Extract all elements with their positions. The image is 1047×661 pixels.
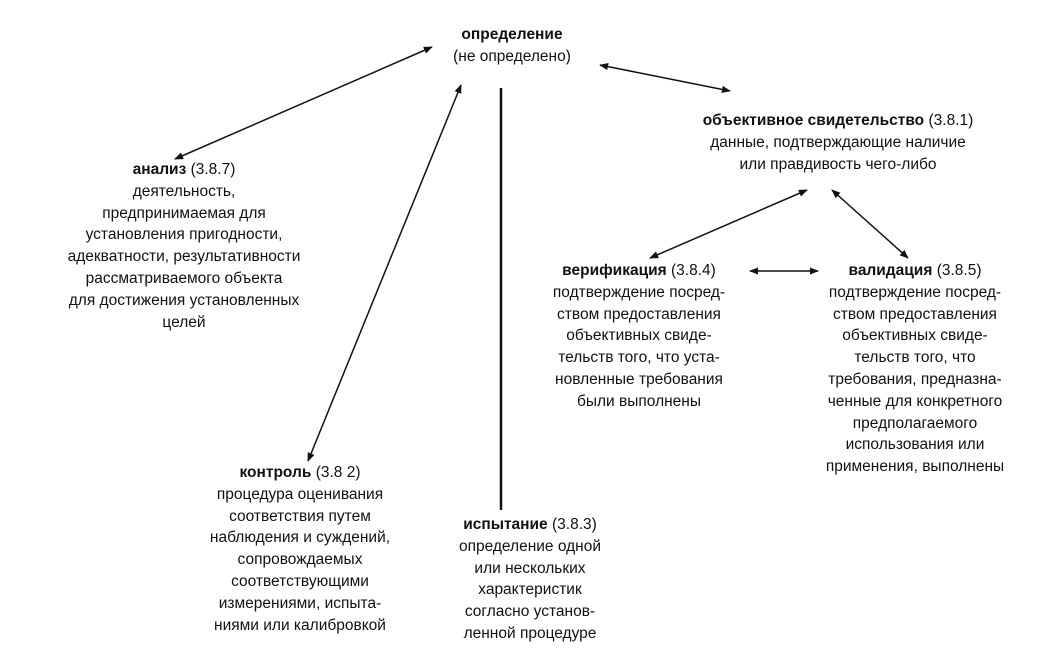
node-control-line: процедура оценивания: [216, 485, 384, 503]
node-analysis-line: целей: [162, 313, 206, 331]
node-analysis-line: для достижения установленных: [68, 291, 300, 309]
node-verification-line: новленные требования: [555, 370, 723, 388]
node-control-line: соответствующими: [231, 572, 369, 590]
arrow-objective-evidence-verification: [649, 189, 808, 259]
node-validation-line: применения, выполнены: [825, 458, 1005, 476]
node-verification-term-line: верификация (3.8.4): [553, 260, 725, 282]
node-testing-ref: (3.8.3): [551, 516, 597, 533]
node-validation-term: валидация: [848, 262, 933, 279]
node-analysis-line: установления пригодности,: [85, 226, 283, 244]
node-control-line: ниями или калибровкой: [214, 616, 386, 634]
node-definition-term: определение: [461, 26, 563, 43]
node-definition-term-line: определение: [453, 24, 571, 46]
arrow-objective-evidence-validation: [831, 189, 909, 259]
node-testing-line: характеристик: [478, 581, 582, 599]
node-definition-line: (не определено): [453, 47, 571, 65]
node-objective-evidence-term-line: объективное свидетельство (3.8.1): [703, 110, 974, 132]
node-control: контроль (3.8 2) процедура оценивания со…: [210, 462, 390, 636]
node-control-ref: (3.8 2): [315, 464, 361, 481]
node-testing-line: определение одной: [458, 537, 602, 555]
node-validation-line: использования или: [845, 436, 985, 454]
node-control-line: измерениями, испыта-: [218, 594, 382, 612]
node-objective-evidence-ref: (3.8.1): [928, 112, 974, 129]
node-verification-line: были выполнены: [576, 392, 701, 410]
node-objective-evidence: объективное свидетельство (3.8.1) данные…: [703, 110, 974, 175]
node-verification-line: ством предоставления: [557, 305, 721, 323]
node-validation-line: предполагаемого: [852, 414, 978, 432]
node-verification-line: тельств того, что уста-: [558, 349, 720, 367]
node-definition: определение (не определено): [453, 24, 571, 68]
node-testing-line: согласно установ-: [464, 603, 596, 621]
node-verification: верификация (3.8.4) подтверждение посред…: [553, 260, 725, 413]
node-objective-evidence-line: данные, подтверждающие наличие: [710, 133, 966, 151]
node-validation-line: ченные для конкретного: [827, 392, 1003, 410]
node-testing-line: или нескольких: [474, 559, 586, 577]
node-validation: валидация (3.8.5) подтверждение посред- …: [826, 260, 1004, 478]
node-testing-line: ленной процедуре: [463, 624, 597, 642]
node-analysis: анализ (3.8.7) деятельность, предпринима…: [68, 159, 301, 333]
node-objective-evidence-term: объективное свидетельство: [702, 112, 925, 129]
node-analysis-ref: (3.8.7): [190, 161, 236, 178]
node-validation-line: объективных свиде-: [842, 327, 988, 345]
node-analysis-line: предпринимаемая для: [102, 204, 266, 222]
node-validation-ref: (3.8.5): [936, 262, 982, 279]
node-control-line: наблюдения и суждений,: [209, 529, 391, 547]
node-validation-line: требования, предназна-: [828, 370, 1002, 388]
node-testing: испытание (3.8.3) определение одной или …: [459, 514, 601, 645]
node-verification-line: подтверждение посред-: [552, 283, 726, 301]
node-control-term: контроль: [239, 464, 312, 481]
node-control-term-line: контроль (3.8 2): [210, 462, 390, 484]
node-verification-term: верификация: [562, 262, 667, 279]
node-validation-line: тельств того, что: [854, 349, 976, 367]
arrow-definition-objective-evidence: [599, 63, 731, 93]
node-validation-line: подтверждение посред-: [828, 283, 1002, 301]
node-analysis-line: рассматриваемого объекта: [85, 269, 283, 287]
node-analysis-term: анализ: [132, 161, 187, 178]
arrow-definition-control: [307, 84, 462, 462]
node-control-line: соответствия путем: [229, 507, 371, 525]
node-analysis-line: адекватности, результативности: [67, 248, 301, 266]
node-testing-term: испытание: [463, 516, 548, 533]
node-control-line: сопровождаемых: [237, 551, 363, 569]
node-verification-line: объективных свиде-: [566, 327, 712, 345]
node-analysis-line: деятельность,: [132, 182, 236, 200]
node-testing-term-line: испытание (3.8.3): [459, 514, 601, 536]
node-validation-line: ством предоставления: [833, 305, 997, 323]
node-objective-evidence-line: или правдивость чего-либо: [739, 155, 937, 173]
node-validation-term-line: валидация (3.8.5): [826, 260, 1004, 282]
node-analysis-term-line: анализ (3.8.7): [68, 159, 301, 181]
node-verification-ref: (3.8.4): [671, 262, 716, 279]
arrow-definition-analysis: [174, 46, 433, 160]
